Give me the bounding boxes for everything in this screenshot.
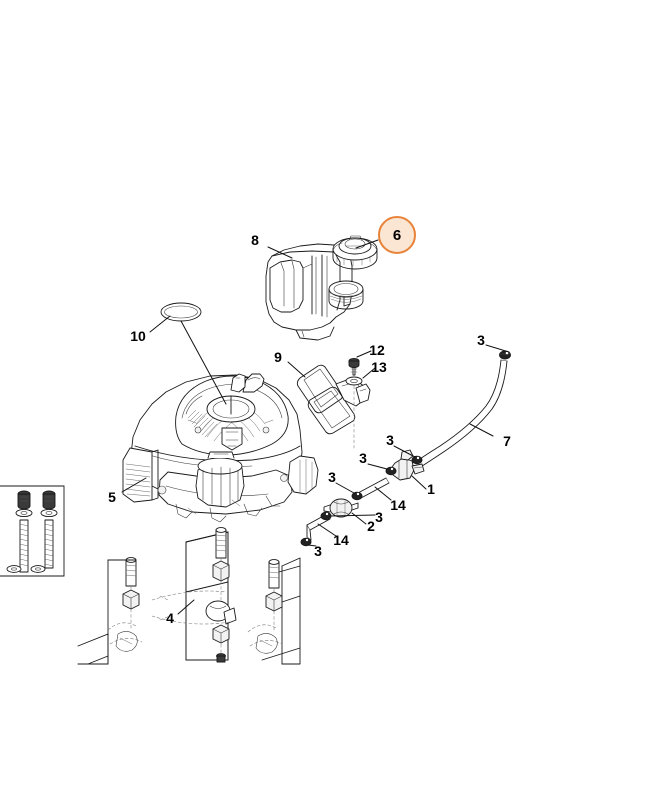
- callout-13: 13: [371, 359, 387, 375]
- fuel-tank-group: [265, 243, 364, 341]
- callout-labels: 8 6 10 5 9 12 13 7 3 1 3 3 14 3 2 3 14 3…: [108, 227, 511, 626]
- inset-left-bolt-b: [30, 490, 58, 573]
- o-ring-group: [160, 302, 202, 322]
- screw-and-washer-group: [345, 357, 363, 449]
- tank-gasket-group: [296, 364, 371, 435]
- callout-1: 1: [427, 481, 435, 497]
- callout-8: 8: [251, 232, 259, 248]
- engine-assembly-group: [122, 373, 319, 523]
- callout-3-tap-left: 3: [359, 450, 367, 466]
- fuel-hose-long-group: [413, 350, 511, 469]
- callout-3-filter: 3: [375, 509, 383, 525]
- inset-right-group: [247, 557, 301, 665]
- callout-3-lower: 3: [314, 543, 322, 559]
- fuel-hose-short-upper: [351, 477, 390, 501]
- inset-center-group: [151, 527, 237, 663]
- callout-14-lower: 14: [333, 532, 349, 548]
- highlight-circle-part-6[interactable]: [378, 216, 416, 254]
- callout-10: 10: [130, 328, 146, 344]
- fuel-tank-cap-group: [332, 235, 378, 270]
- callout-9: 9: [274, 349, 282, 365]
- callout-14-upper: 14: [390, 497, 406, 513]
- callout-7: 7: [503, 433, 511, 449]
- lower-left-sketch-group: [77, 557, 143, 665]
- callout-12: 12: [369, 342, 385, 358]
- hose-clamp-top: [499, 350, 511, 360]
- fuel-filter-group: [323, 498, 359, 518]
- callout-2: 2: [367, 518, 375, 534]
- callout-5: 5: [108, 489, 116, 505]
- callout-4: 4: [166, 610, 174, 626]
- inset-left-group: [0, 485, 65, 577]
- highlight-circle-label: 6: [392, 226, 402, 244]
- fuel-tap-group: [385, 449, 425, 481]
- leader-lines: [121, 239, 510, 615]
- callout-3-hose-upper: 3: [328, 469, 336, 485]
- fuel-hose-short-lower: [300, 511, 332, 547]
- callout-3-hose-top: 3: [477, 332, 485, 348]
- callout-3-tap-right: 3: [386, 432, 394, 448]
- inset-left-bolt-a: [6, 490, 33, 573]
